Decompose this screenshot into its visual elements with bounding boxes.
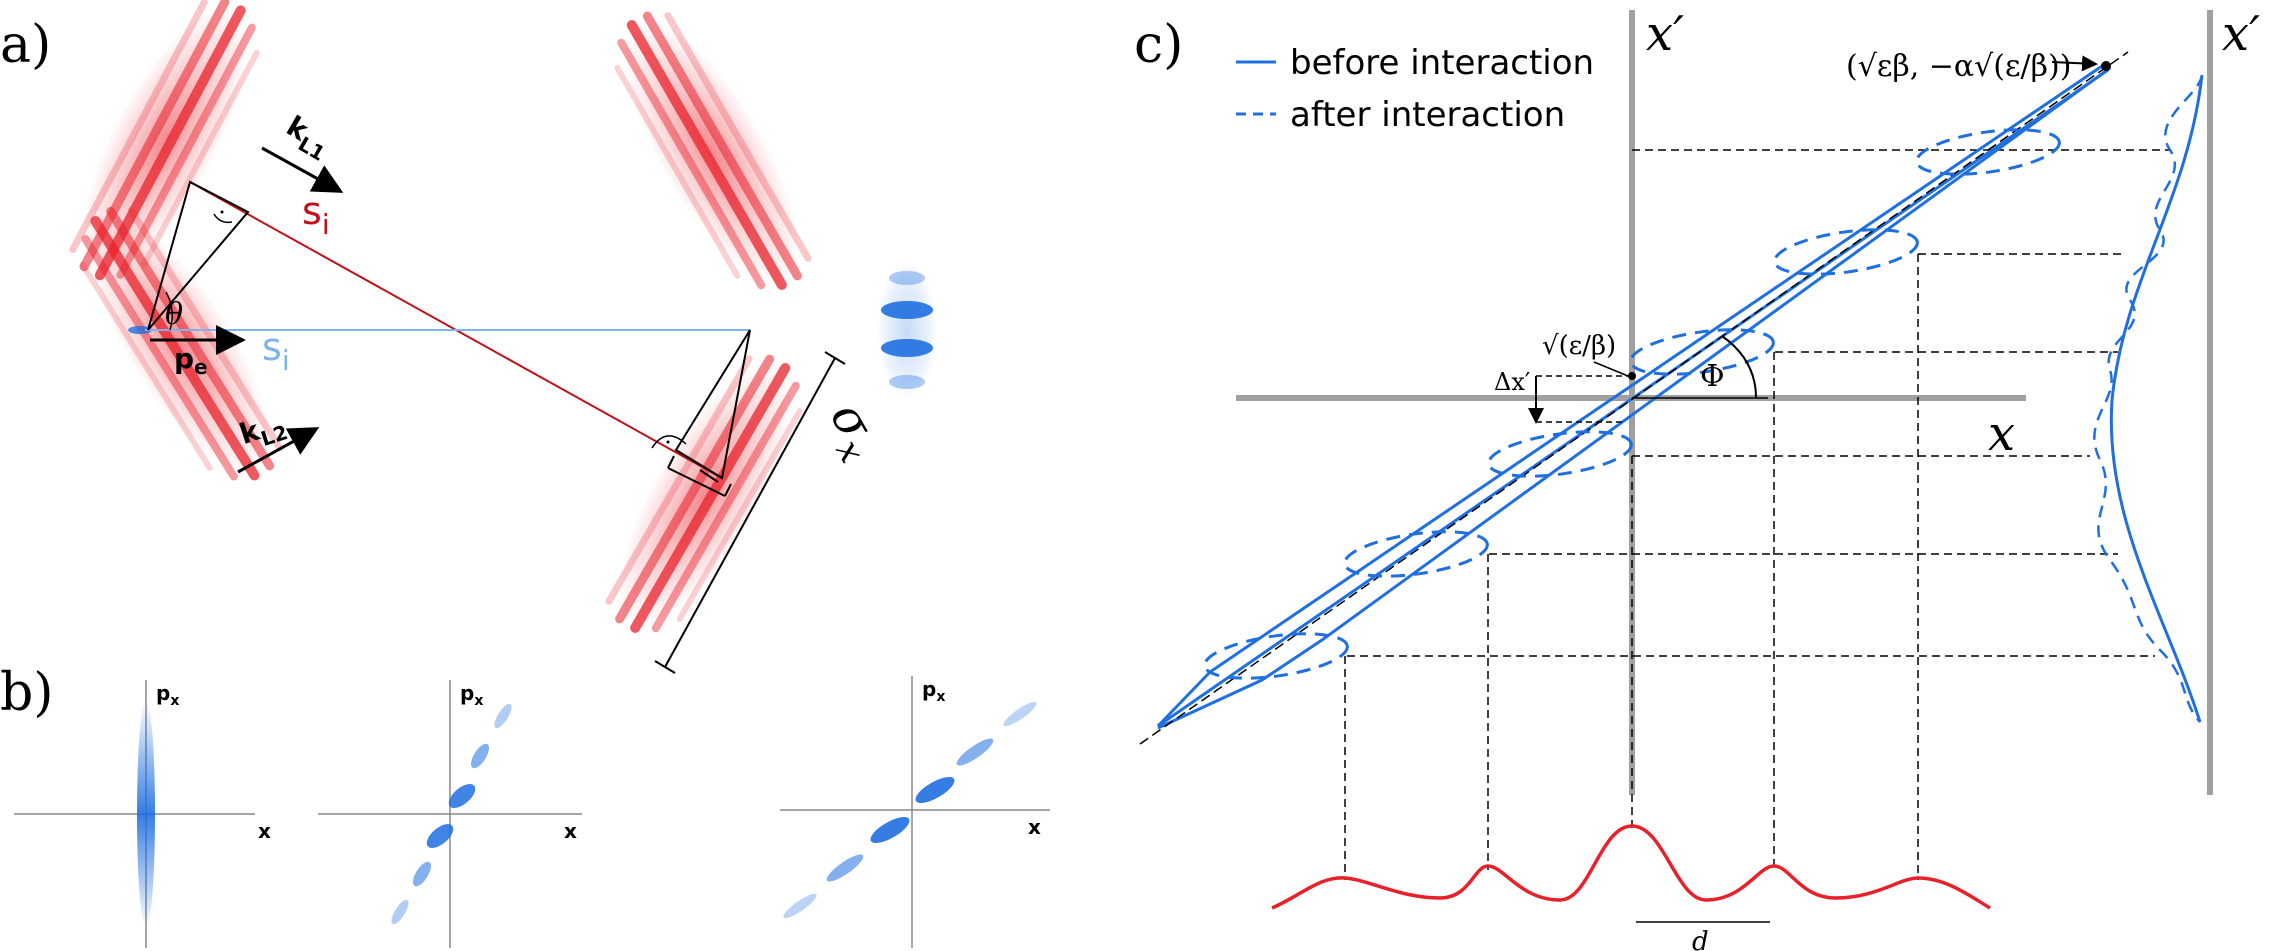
sqrt-eps-beta-label: √(ε/β): [1542, 331, 1616, 361]
panel-a-label: a): [0, 15, 51, 75]
intensity-profile: [1271, 824, 1991, 910]
distribution-2: [391, 703, 512, 925]
projection-lines-vertical: [1344, 254, 1919, 880]
right-triangle: [674, 329, 751, 480]
phase-space-plot-1: px x: [14, 680, 271, 948]
s-red-label: si: [302, 189, 330, 241]
phi-arc: [1721, 335, 1757, 399]
p-e-label: pe: [174, 342, 208, 379]
sigma-x-label: σx: [811, 392, 893, 469]
x-label-3: x: [1028, 815, 1041, 839]
projection-curve-solid: [2109, 74, 2204, 723]
laser-pulse-bottom-right: [605, 354, 803, 633]
legend-before: before interaction: [1290, 43, 1594, 83]
sigma-x-bracket: [654, 351, 846, 674]
px-label-2: px: [460, 681, 483, 709]
right-angle-mark-right: [651, 435, 687, 449]
x-axis-label: x: [1988, 406, 2015, 462]
panel-b-label: b): [0, 663, 54, 723]
distribution-3: [783, 701, 1037, 919]
phase-space-plot-2: px x: [318, 680, 582, 948]
k-l1-label: kL1: [278, 109, 337, 165]
panel-a: a): [0, 0, 937, 674]
delta-xp-bracket: [1536, 375, 1632, 423]
top-point-dot: [2101, 61, 2111, 71]
electron-bunch: [877, 260, 937, 400]
delta-xp-label: Δx′: [1494, 368, 1530, 396]
theta-label: θ: [165, 297, 183, 332]
phi-label: Φ: [1700, 359, 1725, 394]
k-l2-arrow: [237, 427, 320, 474]
xp-axis-right-label: x′: [2222, 6, 2260, 62]
right-angle-mark-left: [213, 213, 233, 224]
phase-space-plot-3: px x: [780, 676, 1050, 948]
laser-pulse-top-right: [614, 11, 812, 290]
theta-arc: [165, 291, 173, 331]
panel-b: b) px x px x: [0, 663, 1050, 948]
legend-after: after interaction: [1290, 95, 1565, 135]
px-label-3: px: [922, 677, 945, 705]
s-blue-label: si: [262, 325, 290, 377]
projection-lines-horizontal: [1347, 149, 2170, 657]
sqrt-eps-beta-pointer: [1593, 361, 1629, 377]
d-label: d: [1692, 927, 1709, 951]
point-top-arrow: [2051, 55, 2098, 72]
emittance-ellipses-after: [1203, 128, 2061, 680]
point-top-label: (√εβ, −α√(ε/β)): [1846, 49, 2071, 84]
electron-source: [128, 326, 152, 334]
projection-curve-dashed: [2093, 74, 2204, 723]
px-label-1: px: [156, 681, 179, 709]
k-l1-arrow: [261, 146, 344, 193]
pulse-width-bracket: [667, 455, 732, 497]
x-label-1: x: [258, 819, 271, 843]
panel-c: c) before interaction after interaction …: [1134, 6, 2260, 951]
x-label-2: x: [564, 819, 577, 843]
xp-axis-label: x′: [1646, 6, 1684, 62]
legend: before interaction after interaction: [1236, 43, 1594, 135]
panel-c-label: c): [1134, 15, 1183, 75]
theta-triangle: [147, 180, 250, 331]
distribution-1: [137, 700, 155, 928]
